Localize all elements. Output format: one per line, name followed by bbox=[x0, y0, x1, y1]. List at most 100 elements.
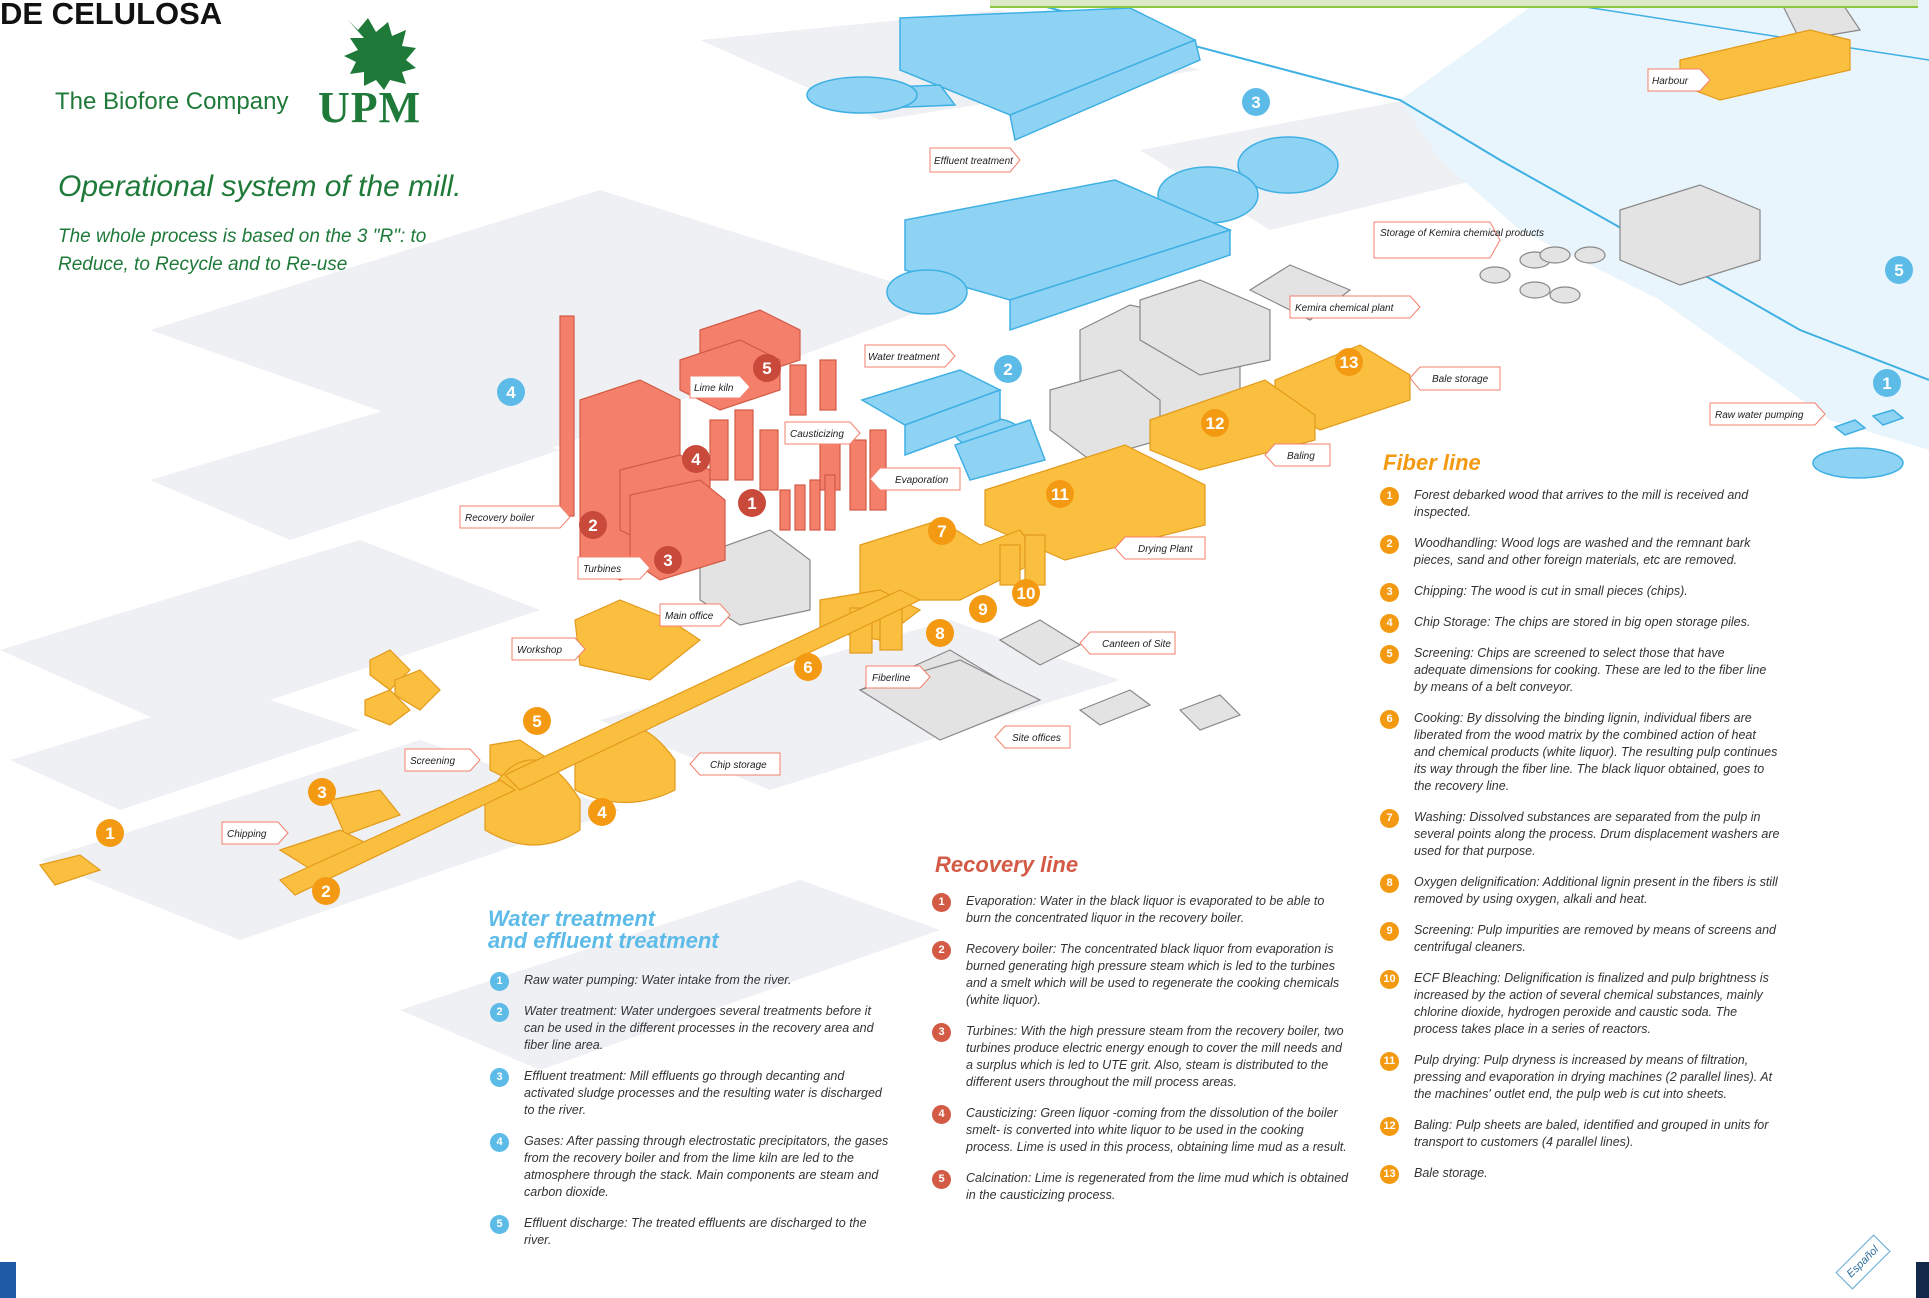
svg-text:1: 1 bbox=[105, 824, 114, 843]
step-number: 10 bbox=[1380, 970, 1399, 989]
step-text: Chip Storage: The chips are stored in bi… bbox=[1414, 615, 1751, 629]
step-number: 2 bbox=[932, 941, 951, 960]
svg-text:7: 7 bbox=[937, 522, 946, 541]
step-text: Water treatment: Water undergoes several… bbox=[524, 1004, 874, 1052]
list-item: 8 Oxygen delignification: Additional lign… bbox=[1380, 874, 1780, 908]
svg-text:Turbines: Turbines bbox=[583, 564, 621, 575]
map-marker: 2 bbox=[312, 877, 340, 905]
water-section-title: Water treatment and effluent treatment bbox=[488, 908, 719, 952]
tag-kemira-plant: Kemira chemical plant bbox=[1289, 295, 1421, 319]
list-item: 4 Gases: After passing through electrosta… bbox=[490, 1133, 890, 1201]
step-text: Baling: Pulp sheets are baled, identifie… bbox=[1414, 1118, 1769, 1149]
tag-harbour: Harbour bbox=[1647, 68, 1711, 92]
map-marker: 12 bbox=[1201, 409, 1229, 437]
map-marker: 11 bbox=[1046, 480, 1074, 508]
step-number: 13 bbox=[1380, 1165, 1399, 1184]
step-number: 6 bbox=[1380, 710, 1399, 729]
step-number: 3 bbox=[932, 1023, 951, 1042]
tag-site-offices: Site offices bbox=[994, 725, 1071, 749]
svg-text:4: 4 bbox=[506, 383, 516, 402]
step-text: Oxygen delignification: Additional ligni… bbox=[1414, 875, 1778, 906]
tag-effluent-treatment: Effluent treatment bbox=[929, 147, 1021, 173]
tag-screening: Screening bbox=[404, 748, 481, 772]
svg-text:Screening: Screening bbox=[410, 756, 455, 767]
tag-raw-water-pumping: Raw water pumping bbox=[1709, 402, 1826, 426]
step-text: Chipping: The wood is cut in small piece… bbox=[1414, 584, 1688, 598]
step-number: 9 bbox=[1380, 922, 1399, 941]
map-marker: 1 bbox=[738, 489, 766, 517]
svg-text:8: 8 bbox=[935, 624, 944, 643]
step-text: Turbines: With the high pressure steam f… bbox=[966, 1024, 1344, 1089]
step-text: Bale storage. bbox=[1414, 1166, 1488, 1180]
svg-text:9: 9 bbox=[978, 600, 987, 619]
svg-text:Drying Plant: Drying Plant bbox=[1138, 544, 1194, 555]
svg-text:3: 3 bbox=[663, 551, 672, 570]
water-markers: 3 5 4 2 1 bbox=[497, 88, 1913, 406]
map-marker: 1 bbox=[96, 819, 124, 847]
svg-text:3: 3 bbox=[317, 783, 326, 802]
step-number: 8 bbox=[1380, 874, 1399, 893]
map-marker: 4 bbox=[588, 798, 616, 826]
tag-baling: Baling bbox=[1264, 443, 1331, 467]
tag-storage-kemira: Storage of Kemira chemical products bbox=[1373, 221, 1544, 259]
edge-decoration bbox=[0, 1262, 16, 1298]
map-marker: 5 bbox=[1885, 256, 1913, 284]
step-text: Washing: Dissolved substances are separa… bbox=[1414, 810, 1780, 858]
svg-text:Chip storage: Chip storage bbox=[710, 760, 767, 771]
step-number: 7 bbox=[1380, 809, 1399, 828]
svg-text:4: 4 bbox=[597, 803, 607, 822]
fiber-line-list: 1 Forest debarked wood that arrives to th… bbox=[1380, 487, 1780, 1184]
map-marker: 13 bbox=[1335, 348, 1363, 376]
tag-lime-kiln: Lime kiln bbox=[689, 375, 751, 399]
fiber-markers: 13 12 11 7 10 9 8 6 5 3 4 1 2 bbox=[96, 348, 1363, 905]
tag-bale-storage: Bale storage bbox=[1409, 366, 1501, 391]
step-number: 3 bbox=[490, 1068, 509, 1087]
tag-main-office: Main office bbox=[659, 603, 731, 627]
step-number: 5 bbox=[490, 1215, 509, 1234]
map-marker: 3 bbox=[654, 546, 682, 574]
step-number: 1 bbox=[490, 972, 509, 991]
step-text: Recovery boiler: The concentrated black … bbox=[966, 942, 1340, 1007]
top-link-bar[interactable] bbox=[990, 0, 1918, 8]
page-title: DE CELULOSA bbox=[0, 0, 223, 31]
map-marker: 2 bbox=[994, 355, 1022, 383]
fiber-line-title: Fiber line bbox=[1383, 450, 1481, 475]
tag-turbines: Turbines bbox=[577, 556, 651, 580]
list-item: 4 Chip Storage: The chips are stored in b… bbox=[1380, 614, 1780, 633]
step-number: 1 bbox=[932, 893, 951, 912]
svg-text:1: 1 bbox=[747, 494, 756, 513]
svg-text:5: 5 bbox=[532, 712, 541, 731]
svg-text:Main office: Main office bbox=[665, 611, 714, 622]
tagline: The Biofore Company bbox=[55, 88, 289, 115]
svg-text:Bale storage: Bale storage bbox=[1432, 374, 1489, 385]
svg-text:2: 2 bbox=[1003, 360, 1012, 379]
svg-text:3: 3 bbox=[1251, 93, 1260, 112]
step-text: Gases: After passing through electrostat… bbox=[524, 1134, 889, 1199]
step-number: 12 bbox=[1380, 1117, 1399, 1136]
step-number: 5 bbox=[1380, 645, 1399, 664]
step-text: Causticizing: Green liquor -coming from … bbox=[966, 1106, 1347, 1154]
svg-text:Raw water pumping: Raw water pumping bbox=[1715, 410, 1804, 421]
griffin-icon bbox=[344, 18, 416, 90]
step-number: 4 bbox=[1380, 614, 1399, 633]
step-text: Forest debarked wood that arrives to the… bbox=[1414, 488, 1749, 519]
step-number: 4 bbox=[490, 1133, 509, 1152]
list-item: 2 Recovery boiler: The concentrated black… bbox=[932, 941, 1352, 1009]
step-number: 1 bbox=[1380, 487, 1399, 506]
step-text: ECF Bleaching: Delignification is finali… bbox=[1414, 971, 1769, 1036]
map-marker: 6 bbox=[794, 653, 822, 681]
map-marker: 1 bbox=[1873, 369, 1901, 397]
map-marker: 5 bbox=[753, 354, 781, 382]
tag-canteen: Canteen of Site bbox=[1079, 631, 1176, 655]
step-number: 11 bbox=[1380, 1052, 1399, 1071]
map-marker: 10 bbox=[1012, 579, 1040, 607]
